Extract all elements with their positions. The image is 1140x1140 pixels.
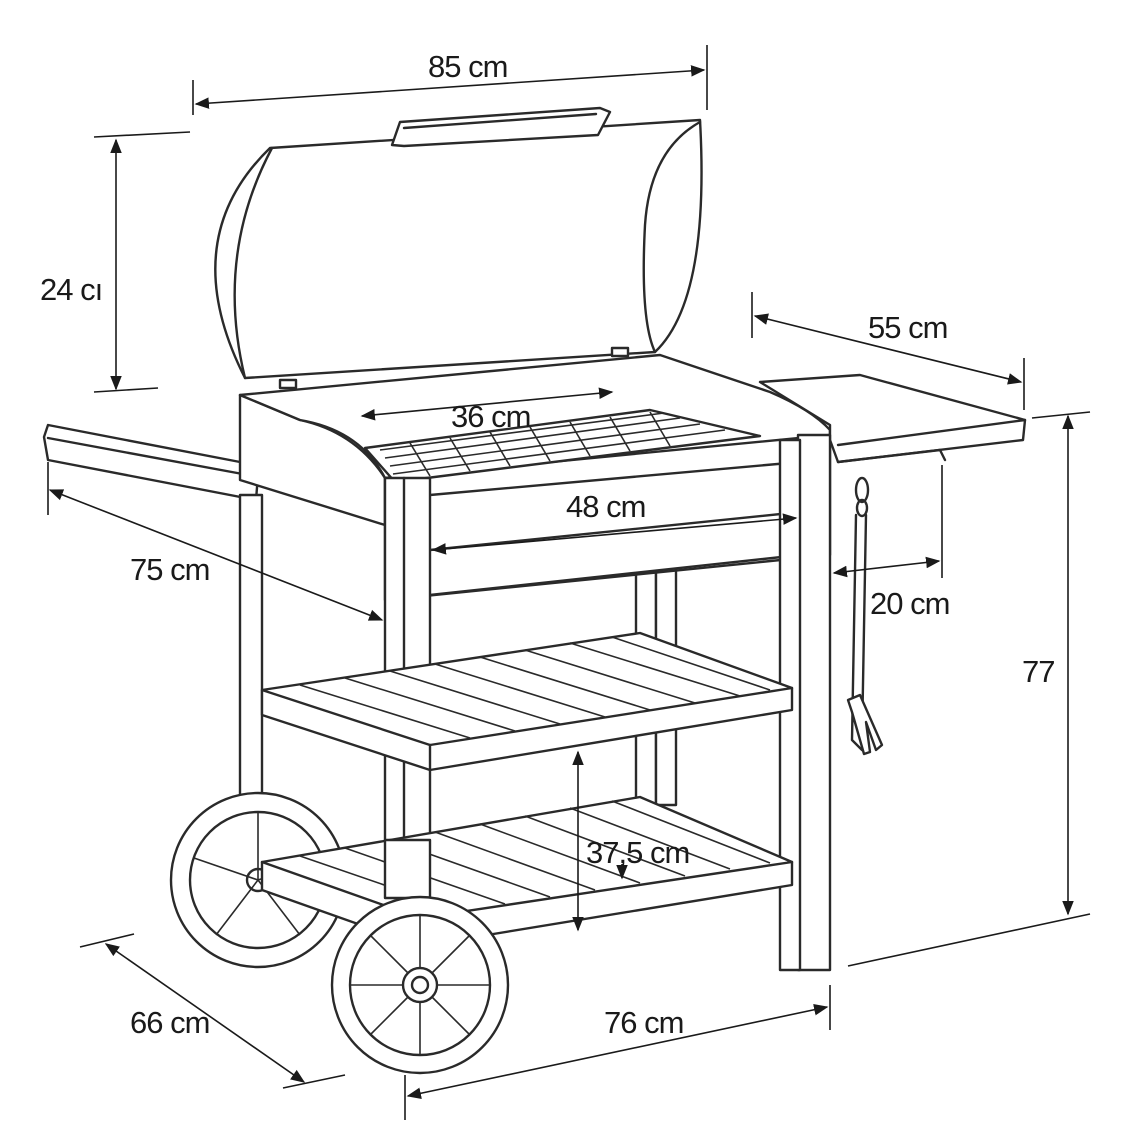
front-wheel	[330, 895, 510, 1075]
label-lid-height: 24 cı	[40, 272, 102, 307]
grill-illustration	[42, 106, 1027, 1075]
middle-shelf	[260, 631, 794, 772]
left-side-shelf	[42, 423, 260, 502]
dimension-labels: 85 cm 24 cı 55 cm 36 cm 48 cm 75 cm 20 c…	[40, 49, 1055, 1040]
middle-shelf-slats	[299, 636, 771, 739]
label-grill-depth: 36 cm	[451, 399, 530, 434]
tool-hook	[846, 476, 884, 756]
front-right-leg	[796, 433, 832, 972]
back-left-leg	[238, 493, 264, 827]
label-left-shelf-length: 75 cm	[130, 552, 209, 587]
rear-wheel	[169, 791, 347, 969]
label-base-width: 76 cm	[604, 1005, 683, 1040]
label-overall-width: 85 cm	[428, 49, 507, 84]
label-grill-width: 48 cm	[566, 489, 645, 524]
bottom-shelf	[260, 795, 794, 948]
label-base-depth: 66 cm	[130, 1005, 209, 1040]
label-total-height: 77	[1022, 654, 1054, 689]
label-side-shelf-width: 55 cm	[868, 310, 947, 345]
label-hook-gap: 20 cm	[870, 586, 949, 621]
dimension-lines	[47, 45, 1091, 1120]
grate-slats	[379, 411, 726, 477]
grill-lid	[214, 118, 703, 380]
label-shelf-gap: 37,5 cm	[586, 835, 689, 870]
